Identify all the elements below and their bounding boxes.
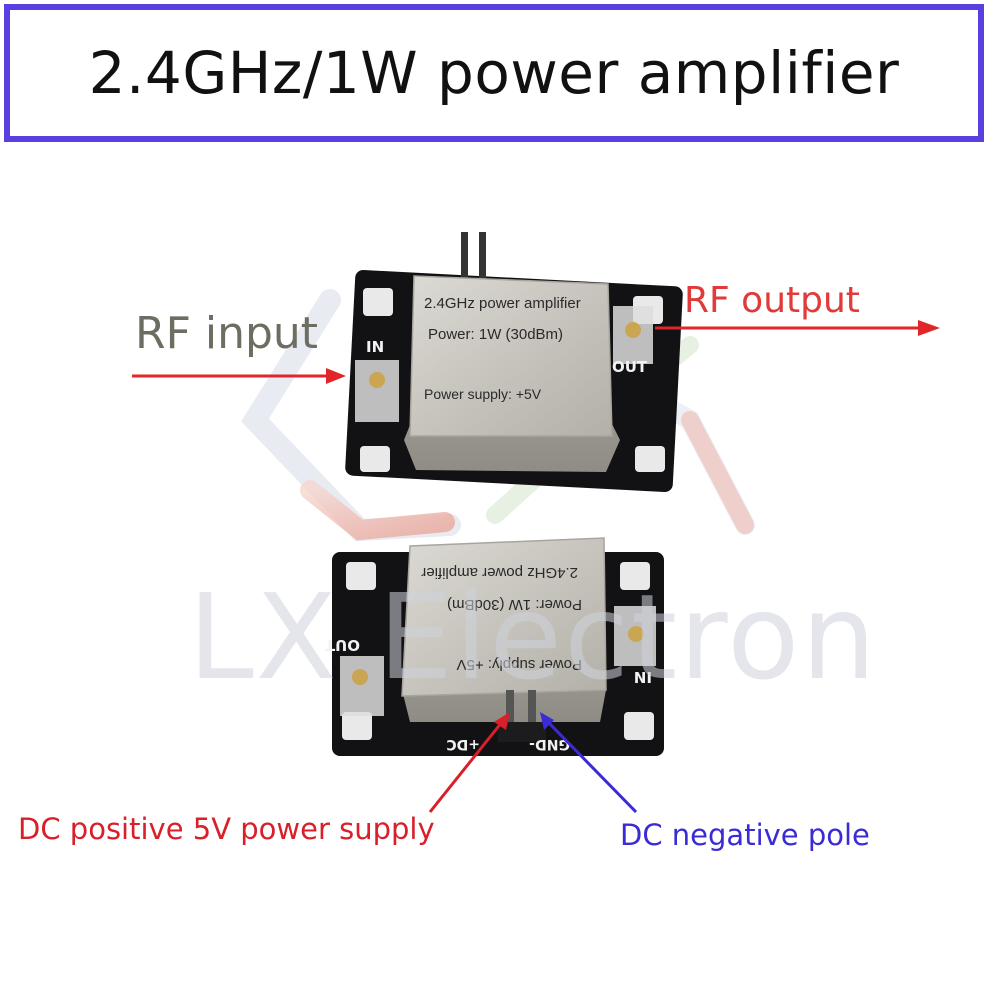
dc-positive-arrow <box>428 712 510 813</box>
top-module: IN OUT 2.4GHz power amplifier Power: 1W … <box>345 232 683 493</box>
bottom-pin-1 <box>506 690 514 742</box>
bottom-in-connector <box>628 626 644 642</box>
top-can <box>409 275 613 437</box>
bottom-pin-gnd-label: GND- <box>529 736 570 752</box>
bottom-port-in-label: IN <box>634 668 652 686</box>
dc-negative-label: DC negative pole <box>620 818 870 852</box>
bottom-hole-tr <box>620 562 650 590</box>
title-box: 2.4GHz/1W power amplifier <box>4 4 984 142</box>
bottom-pin-2 <box>528 690 536 742</box>
bottom-hole-bl <box>342 712 372 740</box>
top-in-pads <box>355 360 399 422</box>
top-pin-1 <box>461 232 468 280</box>
dc-positive-label: DC positive 5V power supply <box>18 812 435 846</box>
bottom-out-pads <box>340 656 384 716</box>
top-hole-br <box>635 446 665 472</box>
top-in-connector <box>369 372 385 388</box>
bottom-pin-dc-label: +DC <box>446 736 480 752</box>
bottom-can-line3: Power supply: +5V <box>457 656 583 673</box>
watermark: LX Electron <box>188 568 879 706</box>
rf-output-arrow <box>655 320 940 336</box>
glass-curve-left-red <box>300 480 455 541</box>
glass-curve-right-red <box>681 411 754 534</box>
rf-output-label: RF output <box>684 280 860 321</box>
page-title: 2.4GHz/1W power amplifier <box>88 39 900 107</box>
top-port-out-label: OUT <box>612 358 648 376</box>
top-out-connector <box>625 322 641 338</box>
top-can-line1: 2.4GHz power amplifier <box>424 295 581 312</box>
bottom-port-out-label: OUT <box>324 636 360 654</box>
bottom-can-line2: Power: 1W (30dBm) <box>447 596 582 613</box>
top-hole-bl <box>360 446 390 472</box>
bottom-out-connector <box>352 669 368 685</box>
bottom-can-line1: 2.4GHz power amplifier <box>421 564 578 581</box>
top-hole-tl <box>363 288 393 316</box>
bottom-can <box>401 537 607 697</box>
bottom-module: OUT IN Power supply: +5V Power: 1W (30dB… <box>324 537 664 756</box>
bottom-hole-br <box>624 712 654 740</box>
dc-negative-arrow <box>540 712 638 814</box>
top-can-line2: Power: 1W (30dBm) <box>428 326 563 343</box>
top-can-line3: Power supply: +5V <box>424 386 542 402</box>
bottom-header-base <box>498 722 546 742</box>
bottom-hole-tl <box>346 562 376 590</box>
rf-input-arrow <box>132 368 346 384</box>
rf-input-label: RF input <box>135 308 319 359</box>
top-port-in-label: IN <box>366 338 384 356</box>
top-pin-2 <box>479 232 486 280</box>
